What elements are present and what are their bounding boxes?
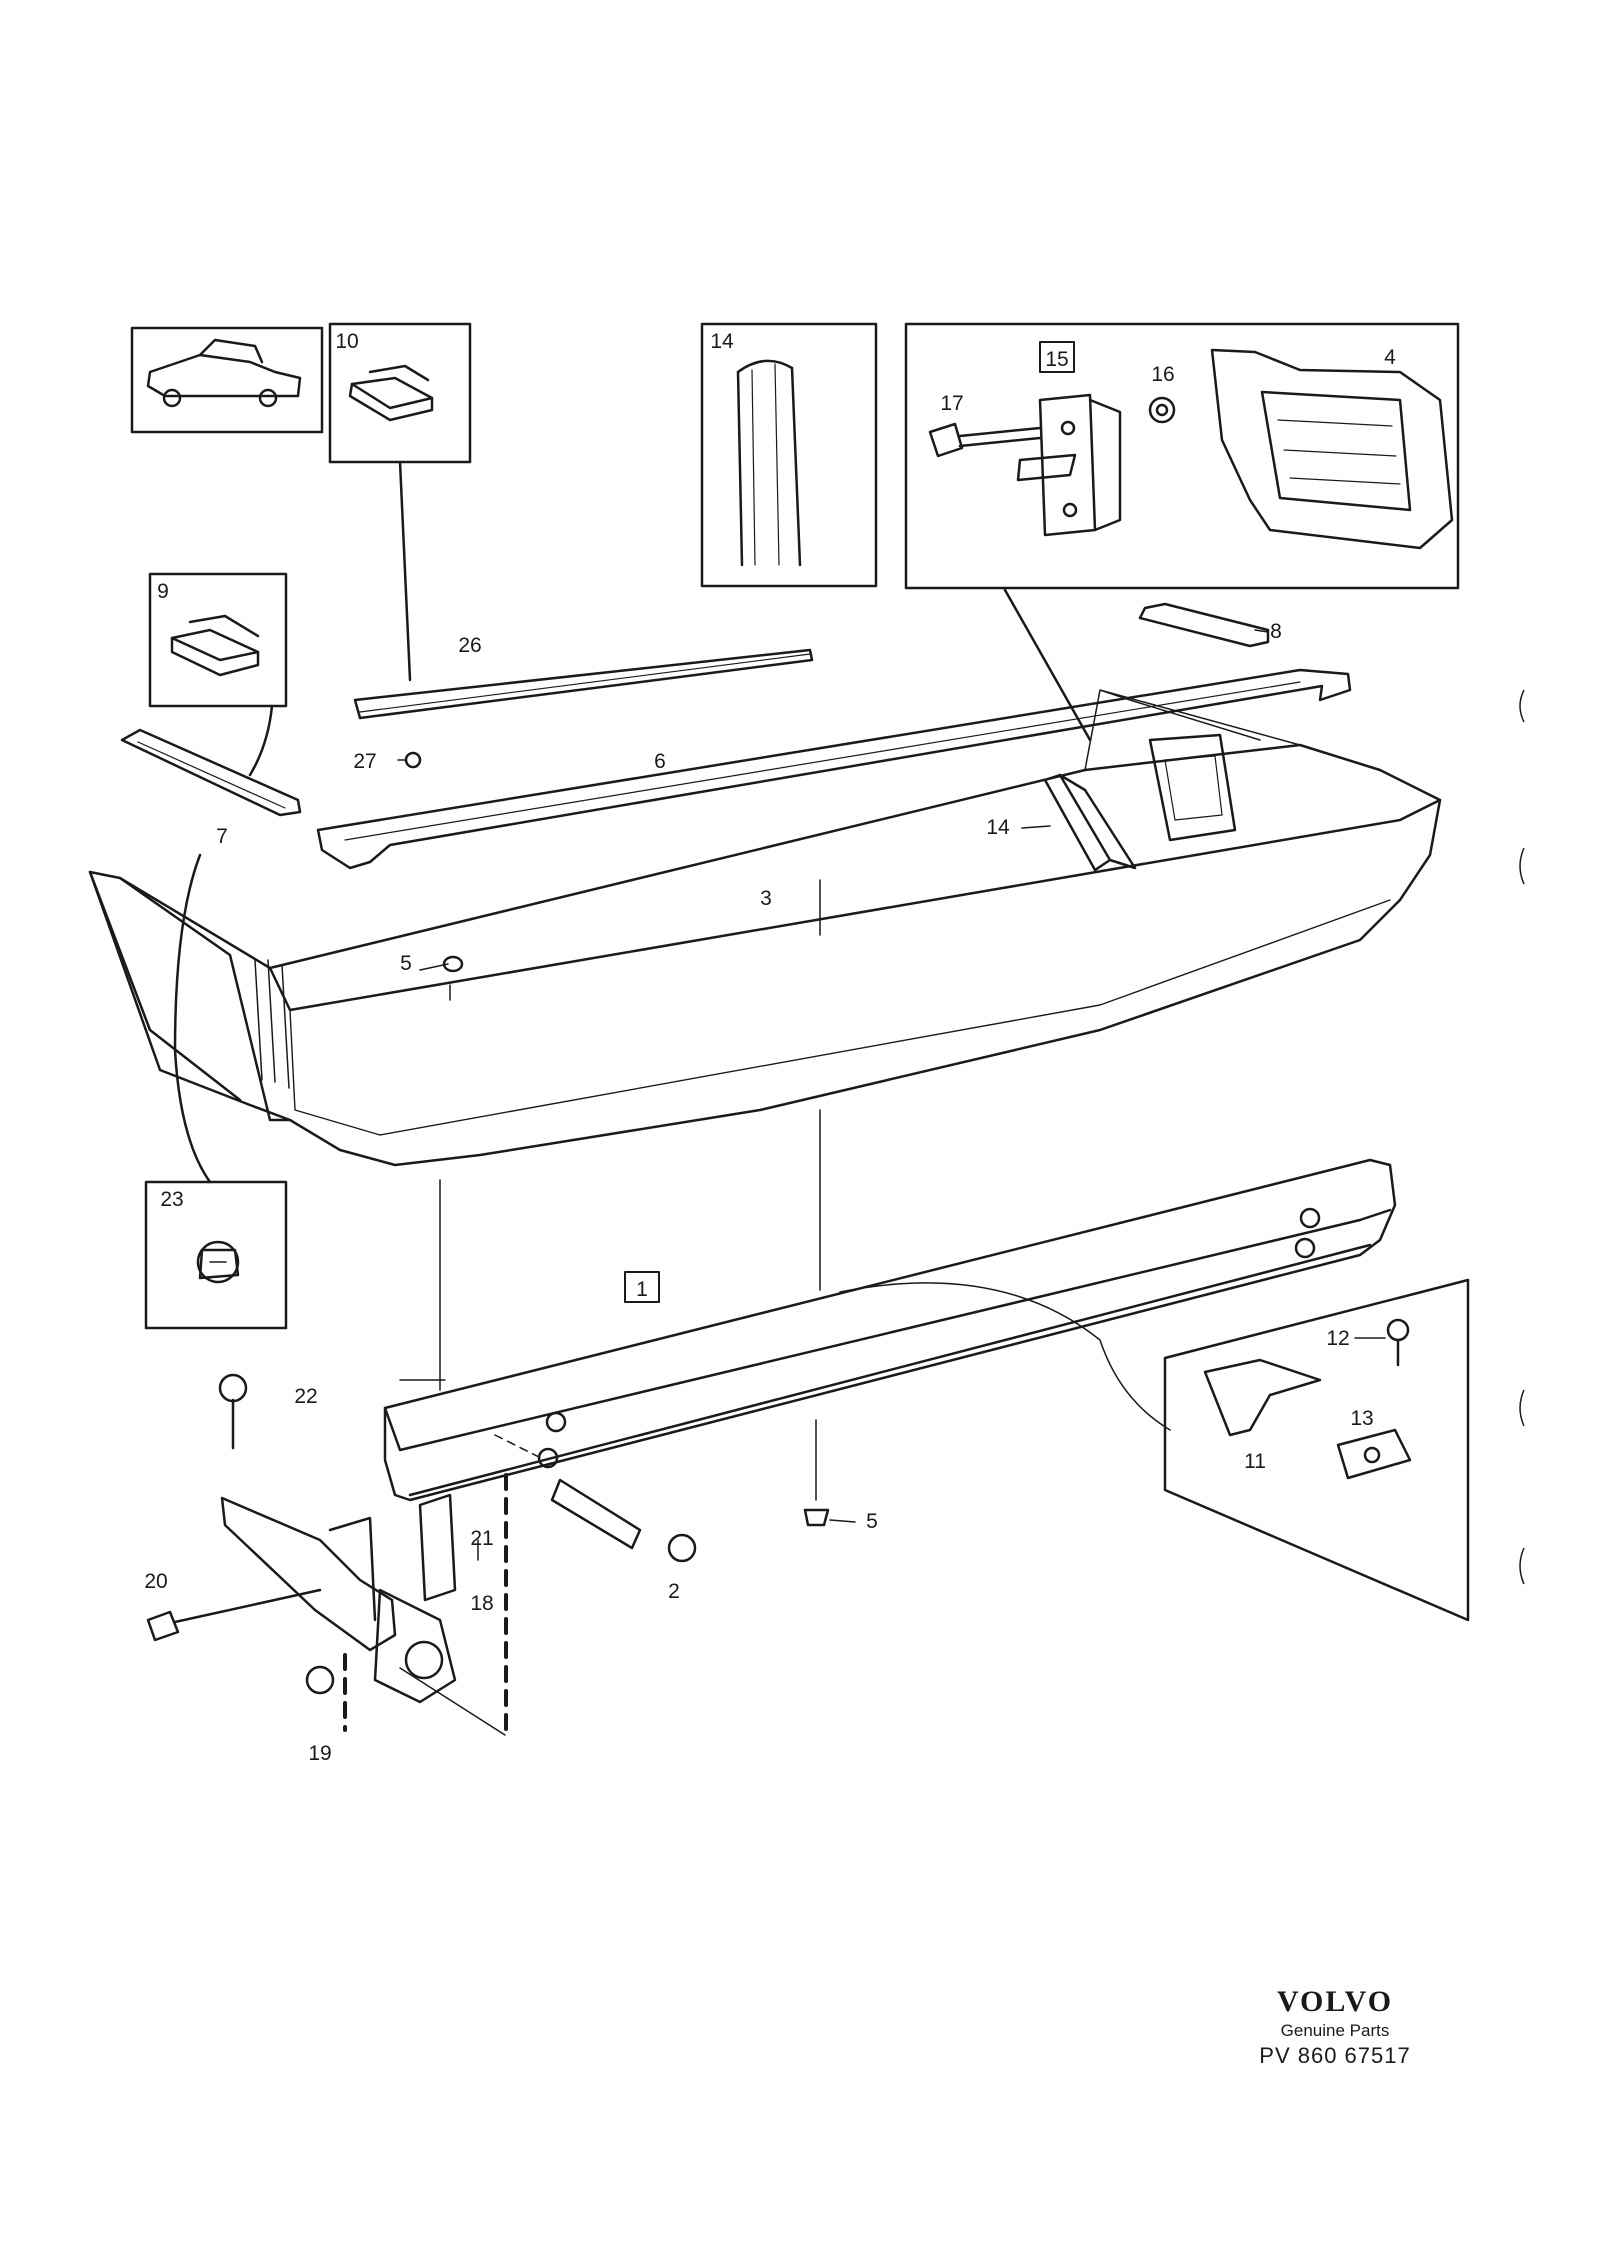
label-23: 23 — [160, 1188, 183, 1211]
label-leaders — [397, 629, 1386, 1561]
clip-5-upper — [442, 955, 464, 973]
label-13: 13 — [1350, 1407, 1373, 1430]
label-18: 18 — [470, 1592, 493, 1615]
label-21: 21 — [470, 1527, 493, 1550]
label-2: 2 — [668, 1580, 680, 1603]
bracket-detail-box — [904, 322, 1460, 742]
carrier-beam-1 — [383, 1158, 1397, 1502]
label-19: 19 — [308, 1742, 331, 1765]
label-5-upper: 5 — [400, 952, 412, 975]
strip-26 — [353, 648, 814, 720]
clip-5-lower — [803, 1508, 830, 1527]
label-3: 3 — [760, 887, 772, 910]
mounting-assembly — [146, 1373, 457, 1704]
part-code: PV 860 67517 — [1259, 2043, 1411, 2068]
label-8: 8 — [1270, 620, 1282, 643]
label-12: 12 — [1326, 1327, 1349, 1350]
brand-block: VOLVO Genuine Parts PV 860 67517 — [1230, 1985, 1440, 2069]
margin-marks — [1519, 689, 1525, 1585]
thin-guide-lines — [399, 1434, 546, 1736]
fastener-detail-box — [1163, 1278, 1470, 1622]
label-20: 20 — [144, 1570, 167, 1593]
label-11: 11 — [1244, 1450, 1266, 1473]
label-15: 15 — [1045, 348, 1068, 371]
label-1: 1 — [636, 1278, 648, 1301]
leader-lines — [399, 879, 1171, 1501]
bumper-cover-3 — [88, 689, 1442, 1167]
clip-27 — [404, 751, 422, 769]
strip-7 — [120, 728, 302, 1184]
bolt-2 — [550, 1478, 697, 1563]
dashed-guide-lines — [343, 1473, 508, 1737]
label-14-box: 14 — [710, 330, 734, 353]
moulding-6 — [316, 668, 1352, 870]
strip-14-box — [700, 322, 878, 588]
callout-box-1 — [624, 1271, 660, 1303]
label-16: 16 — [1151, 363, 1174, 386]
strip-8 — [1138, 602, 1270, 648]
clip-23-box — [144, 1180, 288, 1330]
brand-logo: VOLVO — [1276, 1985, 1394, 2018]
vehicle-thumbnail — [130, 326, 324, 434]
label-9: 9 — [157, 580, 169, 603]
label-7: 7 — [216, 825, 228, 848]
label-5-lower: 5 — [866, 1510, 878, 1533]
label-27: 27 — [353, 750, 376, 773]
label-17: 17 — [940, 392, 963, 415]
callout-labels: 1 2 3 4 5 5 6 7 8 9 10 11 12 13 14 14 15… — [144, 330, 1396, 1765]
callout-box-15 — [1039, 341, 1075, 373]
label-6: 6 — [654, 750, 666, 773]
brand-subtitle: Genuine Parts — [1280, 2021, 1390, 2040]
label-10: 10 — [335, 330, 358, 353]
label-4: 4 — [1384, 346, 1396, 369]
clip-9-box — [148, 572, 288, 777]
label-22: 22 — [294, 1385, 317, 1408]
clip-10-box — [328, 322, 472, 682]
label-26: 26 — [458, 634, 481, 657]
label-14-part: 14 — [986, 816, 1010, 839]
